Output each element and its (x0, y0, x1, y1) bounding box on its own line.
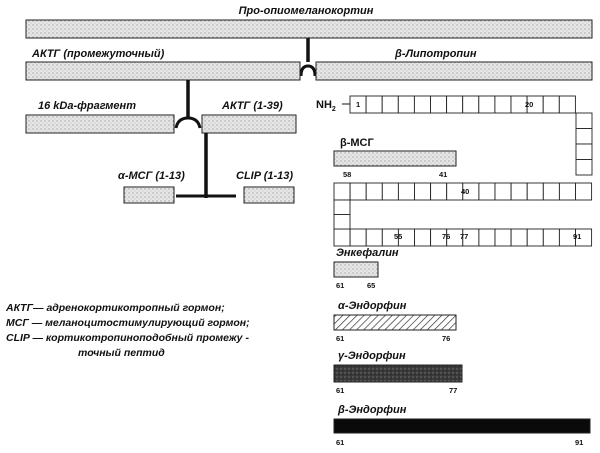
alpha-endorphin-label: α-Эндорфин (338, 300, 407, 312)
chain-cell (575, 228, 593, 247)
chain-cell (333, 182, 351, 201)
alpha-msh-label: α-МСГ (1-13) (118, 170, 185, 182)
chain-cell (413, 95, 431, 114)
chain-num-40: 40 (461, 187, 469, 196)
acth-intermediate-label: АКТГ (промежуточный) (31, 48, 165, 60)
chain-cell (333, 199, 351, 215)
chain-cell (575, 159, 593, 176)
fragment-16kda-label: 16 kDa-фрагмент (38, 100, 136, 112)
chain-cell (365, 95, 383, 114)
chain-cell (381, 95, 399, 114)
beta-endorphin-end: 91 (575, 438, 583, 447)
chain-cell (381, 182, 399, 201)
chain-cell (349, 228, 367, 247)
acth-1-39-bar (201, 114, 297, 134)
chain-row-3 (333, 228, 593, 247)
chain-cell (526, 228, 544, 247)
chain-cell (575, 182, 593, 201)
acth-split-arc (174, 116, 202, 129)
beta-msh-bar (333, 150, 457, 167)
chain-cell (494, 228, 512, 247)
chain-row-2 (333, 182, 593, 201)
alpha-endorphin-bar (333, 314, 457, 331)
chain-cell (526, 182, 544, 201)
beta-endorphin-bar (333, 418, 591, 434)
legend-line-3: CLIP — кортикотропиноподобный промежу - (6, 332, 249, 344)
beta-endorphin-label: β-Эндорфин (337, 404, 407, 416)
gamma-endorphin-label: γ-Эндорфин (338, 350, 406, 362)
chain-cell (430, 95, 448, 114)
nh2-label: NH2 (316, 99, 336, 113)
chain-turn-right (575, 112, 593, 176)
pomc-split-arc (299, 64, 317, 77)
legend-line-1: АКТГ— адренокортикотропный гормон; (5, 302, 225, 314)
chain-cell (478, 182, 496, 201)
chain-cell (558, 182, 576, 201)
clip-label: CLIP (1-13) (236, 170, 293, 182)
chain-cell (494, 95, 512, 114)
chain-cell (462, 95, 480, 114)
chain-cell (542, 95, 560, 114)
chain-cell (478, 95, 496, 114)
alpha-endorphin-end: 76 (442, 334, 450, 343)
chain-cell (365, 228, 383, 247)
chain-num-1: 1 (356, 100, 360, 109)
legend-line-4: точный пептид (78, 347, 165, 359)
chain-cell (333, 214, 351, 230)
chain-cell (414, 182, 432, 201)
beta-lipotropin-bar (315, 61, 593, 81)
gamma-endorphin-start: 61 (336, 386, 344, 395)
enkephalin-label: Энкефалин (336, 247, 399, 259)
enkephalin-start: 61 (336, 281, 344, 290)
chain-cell (575, 143, 593, 160)
chain-cell (510, 182, 528, 201)
chain-cell (575, 128, 593, 145)
beta-msh-end: 41 (439, 170, 447, 179)
alpha-msh-bar (123, 186, 175, 204)
chain-cell (349, 182, 367, 201)
chain-num-76: 76 (442, 232, 450, 241)
chain-turn-left (333, 199, 351, 230)
clip-bar (243, 186, 295, 204)
beta-msh-start: 58 (343, 170, 351, 179)
chain-cell (446, 95, 464, 114)
chain-cell (542, 182, 560, 201)
beta-endorphin-start: 61 (336, 438, 344, 447)
beta-msh-label: β-МСГ (340, 137, 374, 149)
pomc-bar (25, 19, 593, 39)
alpha-endorphin-start: 61 (336, 334, 344, 343)
chain-cell (510, 228, 528, 247)
chain-cell (494, 182, 512, 201)
chain-cell (575, 112, 593, 129)
chain-cell (414, 228, 432, 247)
chain-num-20: 20 (525, 100, 533, 109)
chain-cell (558, 95, 576, 114)
acth-1-39-label: АКТГ (1-39) (221, 100, 283, 112)
chain-cell (430, 182, 448, 201)
chain-cell (478, 228, 496, 247)
chain-row-1 (349, 95, 576, 114)
chain-cell (542, 228, 560, 247)
fragment-16kda-bar (25, 114, 175, 134)
chain-cell (397, 182, 415, 201)
enkephalin-end: 65 (367, 281, 375, 290)
enkephalin-bar (333, 261, 379, 278)
pomc-label: Про-опиомеланокортин (239, 5, 374, 17)
acth-intermediate-bar (25, 61, 301, 81)
gamma-endorphin-bar (333, 364, 463, 383)
chain-num-55: 55 (394, 232, 402, 241)
chain-cell (365, 182, 383, 201)
gamma-endorphin-end: 77 (449, 386, 457, 395)
chain-num-77: 77 (460, 232, 468, 241)
chain-cell (397, 95, 415, 114)
legend-line-2: МСГ — меланоцитостимулирующий гормон; (6, 317, 250, 329)
beta-lipotropin-label: β-Липотропин (394, 48, 477, 60)
chain-cell (333, 228, 351, 247)
chain-num-91: 91 (573, 232, 581, 241)
